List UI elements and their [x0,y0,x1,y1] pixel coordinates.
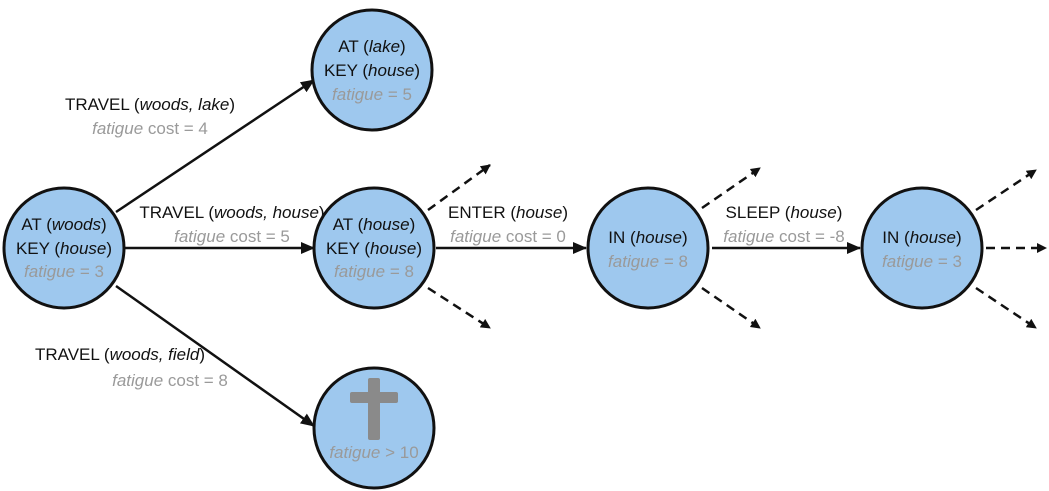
node-line: AT (lake) [338,37,405,56]
edge-label-enter: ENTER (house) fatigue cost = 0 [448,203,568,246]
node-line: KEY (house) [16,239,112,258]
node-at-woods: AT (woods) KEY (house) fatigue = 3 [2,186,126,310]
dashed-branch [975,286,1037,330]
node-fatigue: fatigue = 3 [24,262,104,281]
edge-action: TRAVEL (woods, lake) [65,95,235,114]
dashed-branch [701,286,761,330]
node-line: AT (woods) [21,215,106,234]
edge-action: TRAVEL (woods, field) [35,345,205,364]
edge-cost: fatigue cost = 4 [92,119,208,138]
node-line: KEY (house) [326,239,422,258]
node-line: KEY (house) [324,61,420,80]
edge-cost: fatigue cost = -8 [723,227,844,246]
edge-label-to-lake: TRAVEL (woods, lake) fatigue cost = 4 [65,95,235,138]
edge-cost: fatigue cost = 0 [450,227,566,246]
edge-label-to-field: TRAVEL (woods, field) fatigue cost = 8 [35,345,228,390]
node-fatigue: fatigue > 10 [329,443,418,462]
edge-cost: fatigue cost = 8 [112,371,228,390]
edge-action: SLEEP (house) [726,203,843,222]
dashed-branch [701,166,761,210]
node-fatigue: fatigue = 5 [332,85,412,104]
node-fatigue: fatigue = 3 [882,252,962,271]
dashed-branch [427,163,491,212]
edge-label-to-house: TRAVEL (woods, house) fatigue cost = 5 [139,203,324,246]
edge-woods-to-lake [115,78,315,214]
node-line: IN (house) [608,228,687,247]
edge-action: TRAVEL (woods, house) [139,203,324,222]
dashed-branch [975,168,1037,212]
node-fatigue: fatigue = 8 [608,252,688,271]
dashed-branch [427,286,491,330]
edge-cost: fatigue cost = 5 [174,227,290,246]
edge-woods-to-field [115,284,315,428]
node-in-house-1: IN (house) fatigue = 8 [586,186,710,310]
node-line: IN (house) [882,228,961,247]
node-at-house: AT (house) KEY (house) fatigue = 8 [312,186,436,310]
node-field-dead: fatigue > 10 [312,366,436,490]
node-in-house-2: IN (house) fatigue = 3 [860,186,984,310]
node-at-lake: AT (lake) KEY (house) fatigue = 5 [310,8,434,132]
cross-icon [350,378,398,440]
edge-label-sleep: SLEEP (house) fatigue cost = -8 [723,203,844,246]
edge-action: ENTER (house) [448,203,568,222]
node-fatigue: fatigue = 8 [334,262,414,281]
node-line: AT (house) [333,215,416,234]
